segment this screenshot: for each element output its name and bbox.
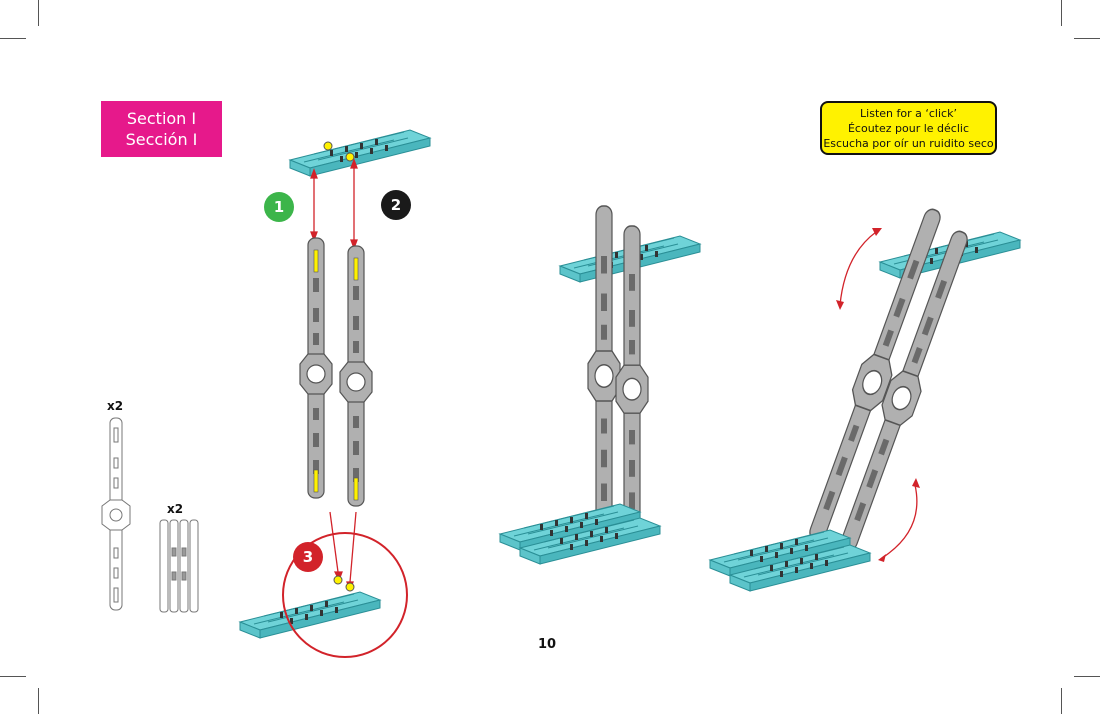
listen-text-fr: Écoutez pour le déclic	[847, 121, 970, 135]
step-1-badge: 1	[264, 192, 294, 222]
long-strut-outline	[101, 417, 131, 611]
short-plate-outline	[159, 519, 199, 613]
bottom-plate	[239, 575, 381, 639]
crop-mark	[38, 0, 39, 26]
crop-mark	[1061, 0, 1062, 26]
short-plate-qty: x2	[167, 502, 184, 516]
crop-mark	[38, 688, 39, 714]
page-number: 10	[538, 637, 557, 652]
crop-mark	[1061, 688, 1062, 714]
listen-callout: Listen for a ‘click’ Écoutez pour le déc…	[820, 101, 997, 155]
step-2-badge: 2	[381, 190, 411, 220]
rotation-arrow	[839, 231, 918, 559]
tilted-assembly	[709, 203, 1021, 592]
crop-mark	[1074, 676, 1100, 677]
long-strut-qty: x2	[107, 399, 124, 413]
section-title-es: Sección I	[125, 130, 198, 149]
section-badge: Section I Sección I	[101, 101, 222, 157]
listen-text-en: Listen for a ‘click’	[860, 106, 957, 120]
step-3-badge: 3	[293, 542, 323, 572]
section-title-en: Section I	[126, 109, 197, 128]
strut	[299, 237, 333, 499]
crop-mark	[1074, 38, 1100, 39]
crop-mark	[0, 38, 26, 39]
strut	[339, 245, 373, 507]
arrowhead	[836, 228, 920, 562]
arrow	[310, 158, 358, 250]
detail-circle	[282, 532, 408, 658]
top-plate	[289, 129, 431, 177]
middle-assembly	[499, 205, 701, 565]
crop-mark	[0, 676, 26, 677]
listen-text-es: Escucha por oír un ruidito seco	[823, 136, 994, 150]
